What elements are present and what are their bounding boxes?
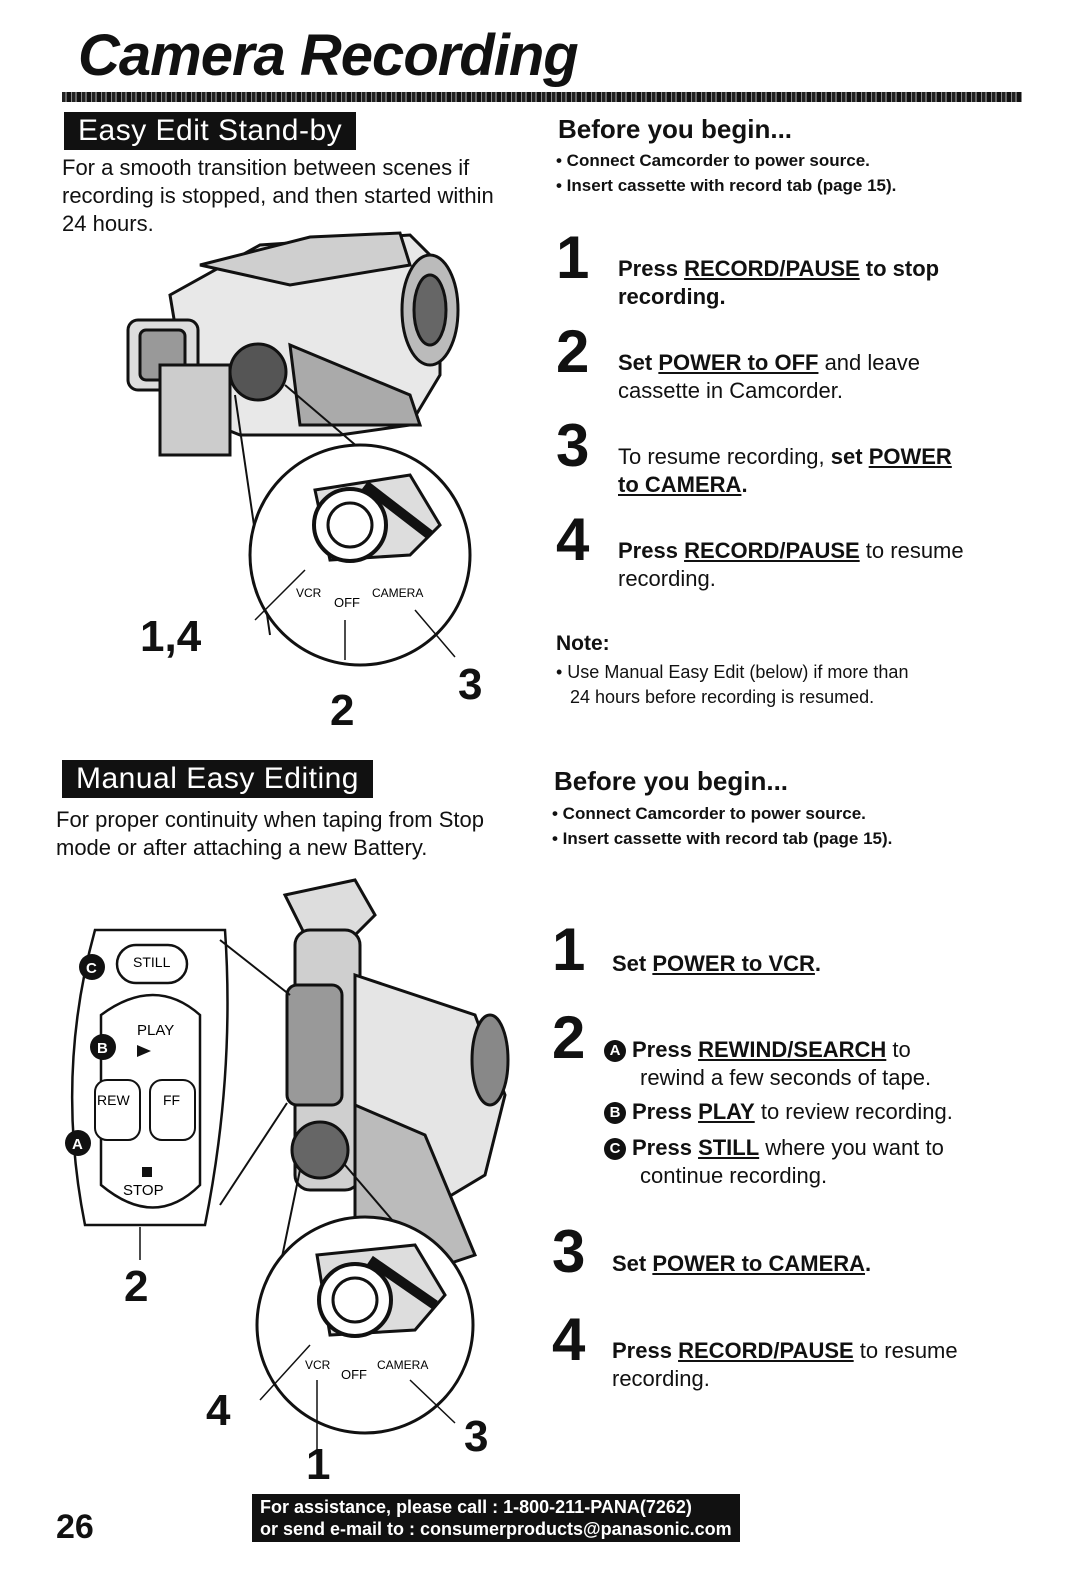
step-1-text: Press RECORD/PAUSE to stop recording.	[618, 256, 940, 309]
before-you-begin-list: • Connect Camcorder to power source. • I…	[556, 148, 896, 198]
step-number: 3	[552, 1218, 586, 1285]
callout-2: 2	[330, 686, 355, 735]
svg-text:C: C	[86, 960, 97, 977]
callout-3-bottom: 3	[464, 1412, 489, 1461]
badge-a-icon: A	[604, 1040, 626, 1062]
ff-button-label: FF	[163, 1092, 180, 1108]
step-number: 4	[556, 506, 590, 573]
dial-label-vcr-2: VCR	[305, 1358, 331, 1372]
section-banner-easy-edit: Easy Edit Stand-by	[64, 112, 357, 150]
step-4-text-2: Press RECORD/PAUSE to resume recording.	[612, 1338, 958, 1391]
callout-2-bottom: 2	[124, 1262, 149, 1311]
play-button-label: PLAY	[137, 1022, 174, 1039]
step-2-text: Set POWER to OFF and leave cassette in C…	[618, 350, 920, 403]
step-3-text-2: Set POWER to CAMERA.	[612, 1251, 872, 1276]
step-number: 1	[556, 224, 590, 291]
callout-1-4: 1,4	[140, 612, 202, 661]
svg-text:B: B	[97, 1040, 108, 1057]
camcorder-illustration-top: VCR OFF CAMERA	[126, 231, 472, 667]
list-item: • Insert cassette with record tab (page …	[552, 829, 893, 848]
rew-button-label: REW	[97, 1092, 130, 1108]
badge-c-icon	[79, 954, 105, 980]
step-number: 2	[556, 318, 590, 385]
dial-label-camera: CAMERA	[372, 586, 423, 600]
title-rule	[62, 92, 1022, 102]
dial-label-off: OFF	[334, 595, 360, 610]
assistance-box: For assistance, please call : 1-800-211-…	[252, 1494, 740, 1542]
badge-a-icon	[65, 1130, 91, 1156]
badge-b-icon: B	[604, 1102, 626, 1124]
camcorder-illustration-bottom: STILL PLAY REW FF STOP C B A VCR OFF CAM…	[65, 878, 510, 1450]
power-dial-small	[228, 342, 288, 402]
page-number: 26	[56, 1508, 94, 1546]
step-4-text: Press RECORD/PAUSE to resume recording.	[618, 538, 964, 591]
callout-3: 3	[458, 660, 483, 709]
list-item: • Connect Camcorder to power source.	[556, 151, 870, 170]
dial-label-off-2: OFF	[341, 1367, 367, 1382]
section2-intro: For proper continuity when taping from S…	[56, 807, 485, 860]
page-title: Camera Recording	[78, 23, 579, 88]
step-number: 4	[552, 1306, 586, 1373]
dial-label-vcr: VCR	[296, 586, 322, 600]
badge-b-icon	[90, 1034, 116, 1060]
stop-button-label: STOP	[123, 1182, 164, 1199]
power-dial-small-2	[290, 1120, 350, 1180]
callout-1-bottom: 1	[306, 1440, 331, 1489]
step-number: 2	[552, 1004, 586, 1071]
before-you-begin-list-2: • Connect Camcorder to power source. • I…	[552, 801, 892, 851]
before-you-begin-heading: Before you begin...	[558, 114, 793, 144]
step-number: 3	[556, 412, 590, 479]
list-item: • Connect Camcorder to power source.	[552, 804, 866, 823]
before-you-begin-heading-2: Before you begin...	[554, 766, 789, 796]
list-item: • Insert cassette with record tab (page …	[556, 176, 897, 195]
note-heading: Note:	[556, 632, 610, 655]
step-number: 1	[552, 916, 586, 983]
note-text: • Use Manual Easy Edit (below) if more t…	[556, 662, 909, 707]
section-banner-manual-easy-editing: Manual Easy Editing	[62, 760, 373, 798]
dial-label-camera-2: CAMERA	[377, 1358, 428, 1372]
still-button-label: STILL	[133, 954, 171, 970]
step-3-text: To resume recording, set POWER to CAMERA…	[618, 444, 952, 497]
badge-c-icon: C	[604, 1138, 626, 1160]
step-1-text-2: Set POWER to VCR.	[612, 951, 822, 976]
section1-intro: For a smooth transition between scenes i…	[62, 155, 494, 236]
svg-text:A: A	[72, 1136, 83, 1153]
callout-4-bottom: 4	[206, 1386, 231, 1435]
